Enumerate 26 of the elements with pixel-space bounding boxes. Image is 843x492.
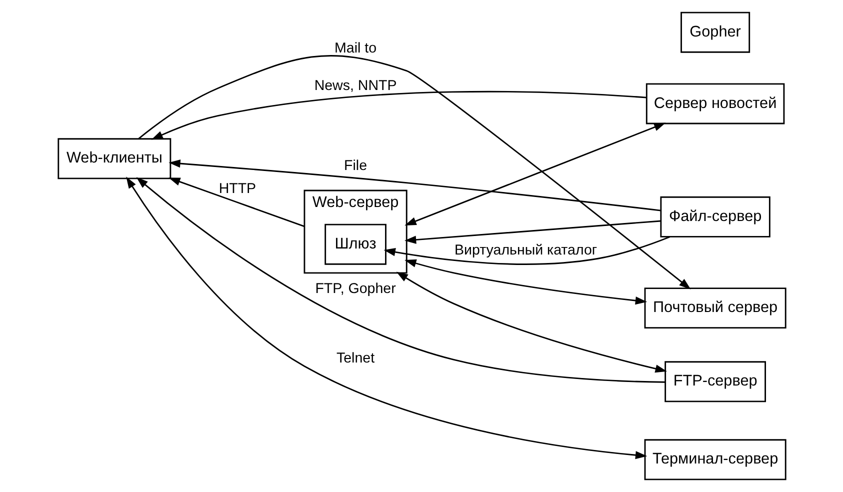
edge-label: FTP, Gopher	[314, 281, 396, 298]
arrow	[383, 236, 670, 265]
arrow	[404, 220, 660, 244]
arrow	[168, 159, 660, 212]
edge-label: Telnet	[336, 350, 374, 366]
node-box: Web-клиенты	[57, 138, 171, 180]
arrow	[404, 259, 647, 305]
arrow	[138, 55, 690, 290]
node-box: Файл-сервер	[660, 196, 770, 238]
arrow	[168, 178, 304, 228]
edge-label: File	[344, 158, 367, 174]
node-box: Терминал-сервер	[644, 439, 786, 480]
edge-label: Виртуальный каталог	[454, 242, 597, 259]
node-box: Gopher	[680, 12, 750, 53]
node-box: Почтовый сервер	[644, 288, 786, 329]
edge-label: HTTP	[218, 181, 256, 198]
arrow	[404, 122, 666, 226]
node-box: Сервер новостей	[645, 83, 784, 124]
edge-label: Mail to	[334, 40, 376, 57]
node-box: Шлюз	[324, 224, 386, 265]
arrow	[396, 272, 666, 373]
arrow	[150, 90, 646, 140]
edge-label: News, NNTP	[314, 78, 396, 94]
arrow	[126, 176, 647, 460]
node-box: FTP-сервер	[664, 361, 766, 402]
arrow	[136, 177, 664, 383]
